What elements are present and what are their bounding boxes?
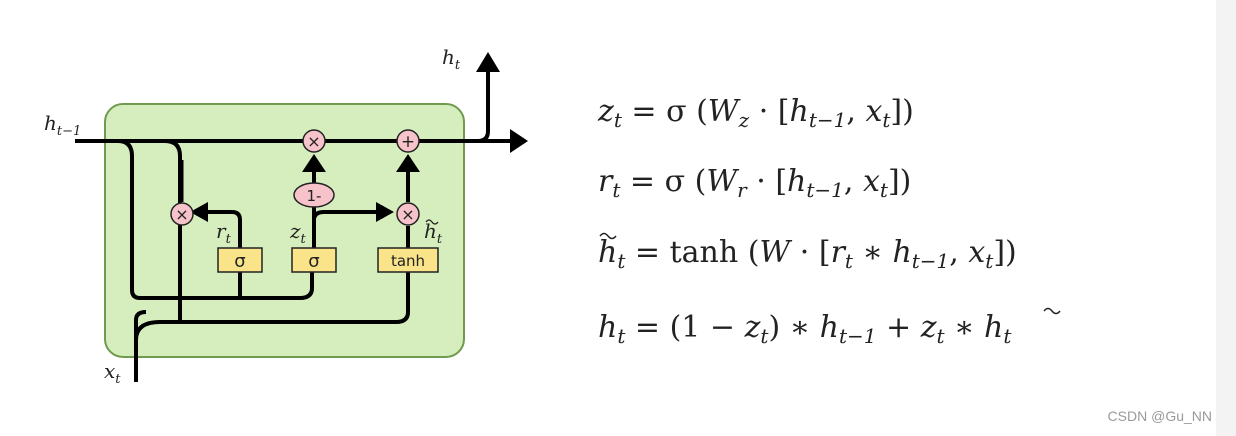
mult-r-symbol: × (175, 205, 188, 224)
add-top-symbol: + (401, 132, 415, 152)
equation-h: ht = (1 − zt) ∗ ht−1 + zt ∗ ht h_t = (1 … (598, 307, 1061, 348)
equation-r: rt = σ (Wr · [ht−1, xt]) r_t = σ(W_r · [… (598, 164, 911, 202)
mult-top-symbol: × (307, 132, 320, 151)
sigma-r-gate: σ (217, 247, 263, 273)
z-arrow (376, 202, 394, 222)
h-out-label: ht (442, 45, 461, 73)
mult-htilde-node: × (396, 202, 420, 226)
svg-text:zt = σ (Wz · [ht−1, xt]): zt = σ (Wz · [ht−1, xt]) (597, 94, 914, 132)
r-arrow (190, 202, 208, 222)
x-in-label: xt (104, 359, 121, 387)
x-input-line (134, 310, 147, 382)
tanh-gate: tanh (377, 247, 439, 273)
h-prev-label: ht−1 (44, 111, 81, 139)
tanh-label: tanh (391, 252, 425, 270)
mult-htilde-symbol: × (401, 205, 414, 224)
h-prev-branch-inner (164, 139, 182, 322)
right-edge-strip (1216, 0, 1236, 436)
htilde-label: ht (424, 219, 443, 247)
gru-cell-box (104, 103, 465, 358)
sigma-z-label: σ (308, 251, 319, 272)
h-prev-branch-left (117, 139, 314, 300)
svg-text:rt = σ (Wr · [ht−1, xt]): rt = σ (Wr · [ht−1, xt]) (598, 164, 911, 202)
one-minus-arrow (302, 154, 326, 172)
equation-z: zt = σ (Wz · [ht−1, xt]) z_t = σ(W_z · [… (597, 94, 914, 132)
one-minus-symbol: 1- (307, 187, 322, 205)
equation-htilde: ht = tanh (W · [rt ∗ ht−1, xt]) h̃_t = t… (598, 232, 1017, 273)
output-up-line (477, 70, 490, 143)
r-to-mult (204, 210, 242, 248)
add-top-node: + (396, 129, 420, 153)
sigma-z-gate: σ (291, 247, 337, 273)
watermark: CSDN @Gu_NN (1107, 408, 1212, 424)
plus-arrow (396, 154, 420, 172)
z-label: zt (289, 219, 307, 247)
z-to-htilde (312, 210, 380, 221)
svg-text:ht = tanh (W · [rt ∗ ht−1, xt]: ht = tanh (W · [rt ∗ ht−1, xt]) (598, 235, 1017, 273)
output-up-arrow (476, 52, 500, 72)
svg-text:ht: ht (424, 219, 443, 247)
sigma-r-label: σ (234, 251, 245, 272)
svg-text:ht = (1 − zt) ∗ ht−1 + zt ∗ ht: ht = (1 − zt) ∗ ht−1 + zt ∗ ht (598, 310, 1012, 348)
x-input-curve (134, 272, 410, 341)
mult-r-node: × (170, 202, 194, 226)
hidden-state-arrow (510, 129, 528, 153)
r-label: rt (216, 219, 232, 247)
mult-top-node: × (302, 129, 326, 153)
one-minus-node: 1- (293, 182, 335, 208)
